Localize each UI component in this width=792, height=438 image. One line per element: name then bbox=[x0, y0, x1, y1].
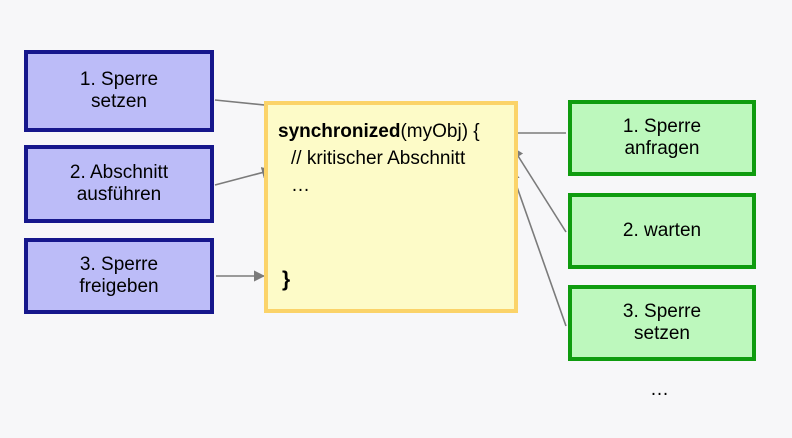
step-box-execute-section-line2: ausführen bbox=[76, 184, 162, 205]
code-line-synchronized: synchronized(myObj) { bbox=[278, 119, 504, 146]
code-signature: (myObj) { bbox=[400, 121, 480, 142]
lock-box-set-line2: setzen bbox=[634, 323, 690, 344]
right-column-trailing-ellipsis: … bbox=[650, 379, 671, 400]
step-box-lock-release-line1: 3. Sperre bbox=[79, 253, 159, 275]
code-line-ellipsis: … bbox=[291, 174, 310, 196]
connector-green-2 bbox=[512, 147, 567, 233]
lock-box-request-line2: anfragen bbox=[624, 138, 700, 159]
step-box-lock-set-line2: setzen bbox=[91, 91, 147, 112]
step-box-lock-release[interactable]: 3. Sperre freigeben bbox=[24, 238, 214, 314]
lock-box-set[interactable]: 3. Sperre setzen bbox=[568, 285, 756, 361]
lock-box-wait[interactable]: 2. warten bbox=[568, 193, 756, 269]
connector-green-3 bbox=[509, 168, 567, 327]
step-box-lock-set-line1: 1. Sperre bbox=[79, 68, 159, 90]
lock-box-wait-line1: 2. warten bbox=[622, 219, 702, 241]
step-box-execute-section[interactable]: 2. Abschnitt ausführen bbox=[24, 145, 214, 223]
code-line-comment: // kritischer Abschnitt bbox=[291, 147, 466, 169]
lock-box-set-line1: 3. Sperre bbox=[622, 300, 702, 322]
code-keyword-synchronized: synchronized bbox=[278, 121, 401, 142]
code-block: synchronized(myObj) { // kritischer Absc… bbox=[264, 101, 518, 313]
step-box-lock-set[interactable]: 1. Sperre setzen bbox=[24, 50, 214, 132]
code-line-closing-brace: } bbox=[282, 268, 291, 291]
step-box-lock-release-line2: freigeben bbox=[79, 276, 159, 297]
lock-box-request[interactable]: 1. Sperre anfragen bbox=[568, 100, 756, 176]
lock-box-request-line1: 1. Sperre bbox=[622, 115, 702, 137]
step-box-execute-section-line1: 2. Abschnitt bbox=[69, 161, 169, 183]
